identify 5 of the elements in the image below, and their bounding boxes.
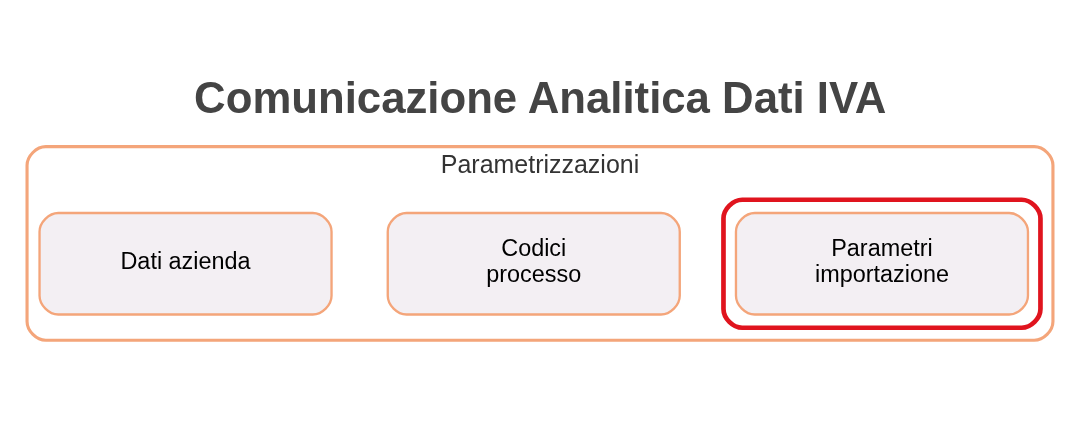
diagram-title: Comunicazione Analitica Dati IVA: [194, 72, 887, 122]
node-box: Dati azienda: [38, 211, 333, 316]
node-box: Codici processo: [386, 211, 681, 316]
node-box: Parametri importazione: [734, 211, 1030, 316]
cluster: [721, 197, 1043, 331]
